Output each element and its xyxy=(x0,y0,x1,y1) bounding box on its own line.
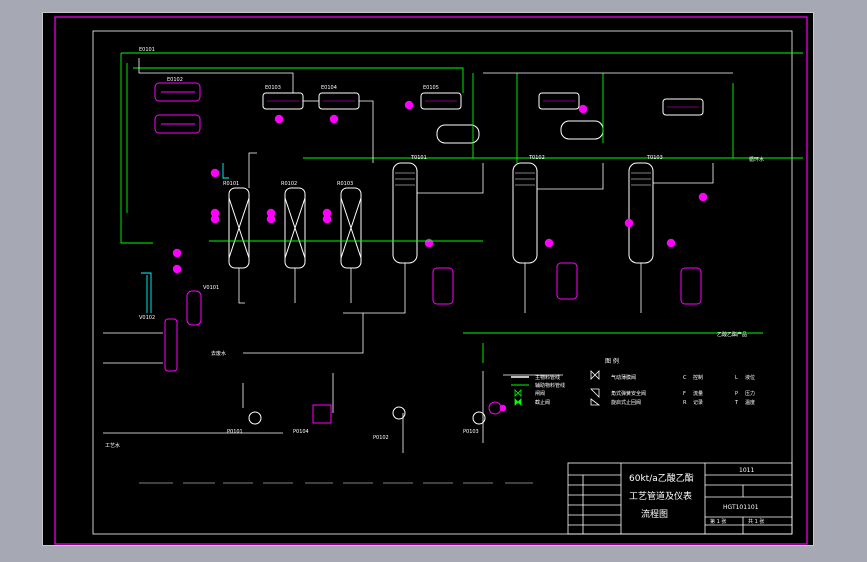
equipment-tag: E0105 xyxy=(423,85,439,91)
equipment-tag: P0101 xyxy=(227,429,243,435)
title-line-2: 工艺管道及仪表 xyxy=(629,490,692,502)
title-block xyxy=(567,462,793,535)
condenser-tubes xyxy=(267,100,699,108)
equipment-tag: T0101 xyxy=(410,155,427,161)
legend-item: 角式弹簧安全阀 xyxy=(611,390,646,397)
equipment-tag: E0103 xyxy=(265,85,281,91)
reflux-drums xyxy=(436,120,604,144)
inner-border xyxy=(92,30,793,535)
sheet-number: 第 1 张 xyxy=(710,518,726,525)
drawing-number: HGT101101 xyxy=(723,504,759,511)
legend-code-R: R xyxy=(683,400,687,406)
cad-drawing-frame: E0101 E0102 E0103 E0104 E0105 R0101 R010… xyxy=(42,12,814,546)
title-line-3: 流程图 xyxy=(641,508,668,520)
legend-item: 闸阀 xyxy=(535,390,545,397)
reboilers xyxy=(432,262,702,305)
legend-item: 旋启式止回阀 xyxy=(611,399,641,406)
equipment-tag-labels: E0101 E0102 E0103 E0104 E0105 R0101 R010… xyxy=(139,47,663,441)
equipment-tag: P0102 xyxy=(373,435,389,441)
title-line-1: 60kt/a乙酸乙酯 xyxy=(629,473,694,484)
legend-code-label: 液位 xyxy=(745,374,755,381)
legend-code-C: C xyxy=(683,375,687,381)
reactors xyxy=(228,187,362,269)
equipment-tag: E0104 xyxy=(321,85,337,91)
legend-title: 图 例 xyxy=(605,357,619,365)
legend-item: 辅助物料管线 xyxy=(535,382,565,389)
stream-label-in1: 工艺水 xyxy=(105,442,120,449)
legend-code-label: 控制 xyxy=(693,374,703,381)
green-pipelines xyxy=(120,52,803,363)
equipment-tag: R0103 xyxy=(337,181,353,187)
equipment-tag: R0101 xyxy=(223,181,239,187)
equipment-tag: V0101 xyxy=(203,285,219,291)
equipment-tag: P0104 xyxy=(293,429,309,435)
legend-code-T: T xyxy=(734,400,739,406)
instrument-bubbles xyxy=(172,100,708,412)
legend-code-label: 记录 xyxy=(693,399,703,406)
sheet-total: 共 1 张 xyxy=(748,518,764,525)
equipment-tag: T0103 xyxy=(646,155,663,161)
cyan-lines xyxy=(141,163,229,313)
heat-exchanger-group-left xyxy=(154,82,201,134)
white-process-lines xyxy=(103,58,733,453)
stream-label-out1: 循环水 xyxy=(749,156,764,163)
pumps xyxy=(248,406,486,425)
equipment-tag: E0102 xyxy=(167,77,183,83)
equipment-tag: E0101 xyxy=(139,47,155,53)
equipment-tag: R0102 xyxy=(281,181,297,187)
equipment-tag: P0103 xyxy=(463,429,479,435)
legend-code-label: 流量 xyxy=(693,390,703,397)
stream-label-out2: 乙酸乙酯产品 xyxy=(717,331,747,338)
legend-item: 主物料管线 xyxy=(535,374,560,381)
condenser-row-top xyxy=(262,92,704,116)
legend-item: 气动薄膜阀 xyxy=(611,374,636,381)
distillation-columns xyxy=(392,162,654,264)
outer-border xyxy=(54,16,808,545)
legend-code-F: F xyxy=(683,391,686,397)
column-trays xyxy=(395,172,651,186)
legend-code-label: 温度 xyxy=(745,399,755,406)
legend-code-L: L xyxy=(735,375,738,381)
legend-code-P: P xyxy=(735,391,738,397)
left-vessels xyxy=(164,290,202,372)
equipment-tag: V0102 xyxy=(139,315,155,321)
legend-item: 截止阀 xyxy=(535,399,550,406)
stream-label-mid1: 去废水 xyxy=(211,350,226,357)
title-block-number: 1011 xyxy=(739,467,754,474)
legend: 图 例 主物料管线 辅助物料管线 闸阀 截止阀 气动薄膜阀 角式弹簧安全阀 旋启… xyxy=(511,357,755,406)
equipment-tag: T0102 xyxy=(528,155,545,161)
legend-code-label: 压力 xyxy=(745,390,755,397)
process-flow-diagram: E0101 E0102 E0103 E0104 E0105 R0101 R010… xyxy=(54,16,808,545)
